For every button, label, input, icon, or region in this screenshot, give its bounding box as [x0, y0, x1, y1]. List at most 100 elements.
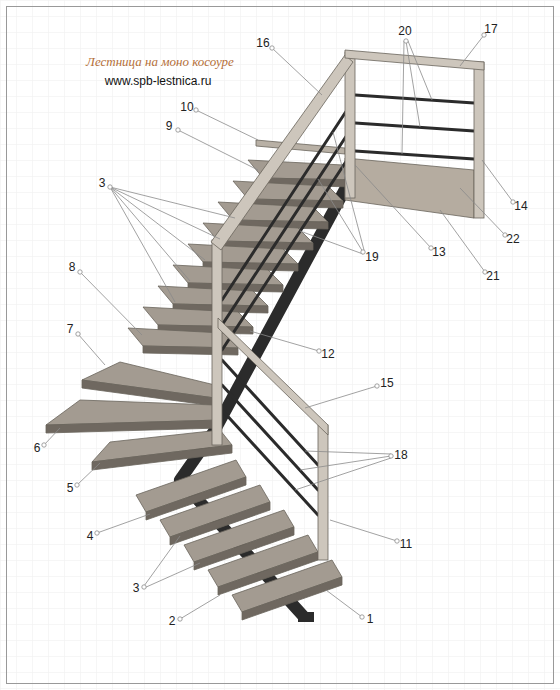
landing-post — [345, 52, 355, 198]
leader-line — [305, 451, 391, 454]
posts — [212, 52, 484, 560]
leader-line — [300, 456, 391, 470]
callout-number: 4 — [87, 530, 94, 543]
handrail-landing — [345, 50, 484, 70]
leader-line — [110, 187, 175, 302]
landing-floor-edge — [256, 140, 345, 154]
leader-line — [333, 132, 364, 250]
tread-edge — [46, 420, 220, 433]
leader-line — [110, 187, 205, 260]
leader-dot — [142, 585, 146, 589]
bar — [222, 160, 347, 350]
leader-dot — [361, 250, 365, 254]
leader-line — [295, 458, 391, 490]
leader-dot — [95, 531, 99, 535]
leader-dot — [178, 617, 182, 621]
callout-number: 18 — [394, 449, 407, 462]
newel-post — [212, 240, 222, 445]
leader-line — [180, 595, 220, 619]
callout-number: 5 — [67, 482, 74, 495]
callout-number: 21 — [486, 270, 499, 283]
leader-dot — [389, 454, 393, 458]
callout-number: 17 — [484, 23, 497, 36]
leader-line — [78, 334, 105, 365]
leader-line — [196, 110, 258, 140]
leader-line — [144, 536, 180, 586]
callout-number: 10 — [180, 101, 193, 114]
lower-post — [318, 425, 328, 560]
tread-edge — [92, 445, 232, 470]
website-text: www.spb-lestnica.ru — [105, 75, 212, 88]
leader-dot — [76, 332, 80, 336]
stringer-foot — [298, 612, 314, 622]
leader-line — [44, 428, 60, 445]
leader-line — [80, 272, 142, 335]
leader-dot — [270, 46, 274, 50]
bars-lower-flight — [222, 360, 318, 515]
callout-number: 6 — [34, 442, 41, 455]
leader-line — [460, 188, 505, 235]
leader-line — [408, 41, 432, 100]
leader-line — [406, 41, 420, 127]
landing-post — [474, 62, 484, 218]
callout-number: 19 — [365, 251, 378, 264]
frame — [7, 7, 554, 684]
callout-number: 3 — [99, 177, 106, 190]
tread — [143, 307, 253, 327]
callout-number: 14 — [514, 200, 527, 213]
callout-number: 11 — [400, 538, 412, 551]
callout-number: 1 — [367, 613, 374, 626]
bars-landing — [355, 95, 474, 159]
callout-number: 2 — [169, 615, 176, 628]
handrail-upper — [211, 55, 353, 250]
leader-dot — [317, 349, 321, 353]
leader-dot — [78, 270, 82, 274]
callout-number: 7 — [67, 323, 74, 336]
leader-line — [110, 187, 235, 218]
callout-number: 20 — [398, 25, 411, 38]
bar — [222, 135, 347, 325]
callout-number: 12 — [321, 348, 334, 361]
leader-dots — [42, 33, 515, 621]
leader-line — [440, 210, 485, 272]
leader-line — [272, 48, 322, 95]
leader-line — [305, 386, 377, 408]
leader-line — [110, 187, 220, 239]
callout-number: 15 — [380, 377, 393, 390]
landing-panel — [345, 158, 474, 218]
callout-number: 3 — [133, 582, 140, 595]
leader-line — [482, 160, 513, 202]
title-text: Лестница на моно косоуре — [86, 55, 234, 69]
leader-line — [300, 231, 363, 254]
bar — [222, 410, 318, 515]
leader-line — [97, 514, 150, 533]
leader-dot — [360, 615, 364, 619]
leader-dot — [176, 128, 180, 132]
leader-line — [460, 35, 484, 66]
callout-number: 22 — [506, 233, 519, 246]
leader-dot — [75, 483, 79, 487]
leader-line — [402, 41, 404, 154]
leader-line — [144, 563, 200, 588]
callout-number: 16 — [256, 37, 269, 50]
leader-dot — [194, 108, 198, 112]
bar — [355, 95, 474, 103]
upper-treads — [128, 160, 358, 355]
leader-line — [250, 331, 319, 351]
bar — [355, 151, 474, 159]
callout-number: 8 — [69, 261, 76, 274]
bar — [355, 123, 474, 131]
leader-dot — [404, 39, 408, 43]
leader-line — [330, 520, 397, 541]
callout-number: 13 — [432, 246, 445, 259]
callout-number: 9 — [166, 120, 173, 133]
leader-line — [77, 463, 100, 485]
leader-line — [326, 590, 362, 617]
leader-dot — [108, 185, 112, 189]
leader-dot — [395, 539, 399, 543]
handrails — [211, 50, 484, 435]
leader-line — [355, 165, 431, 248]
